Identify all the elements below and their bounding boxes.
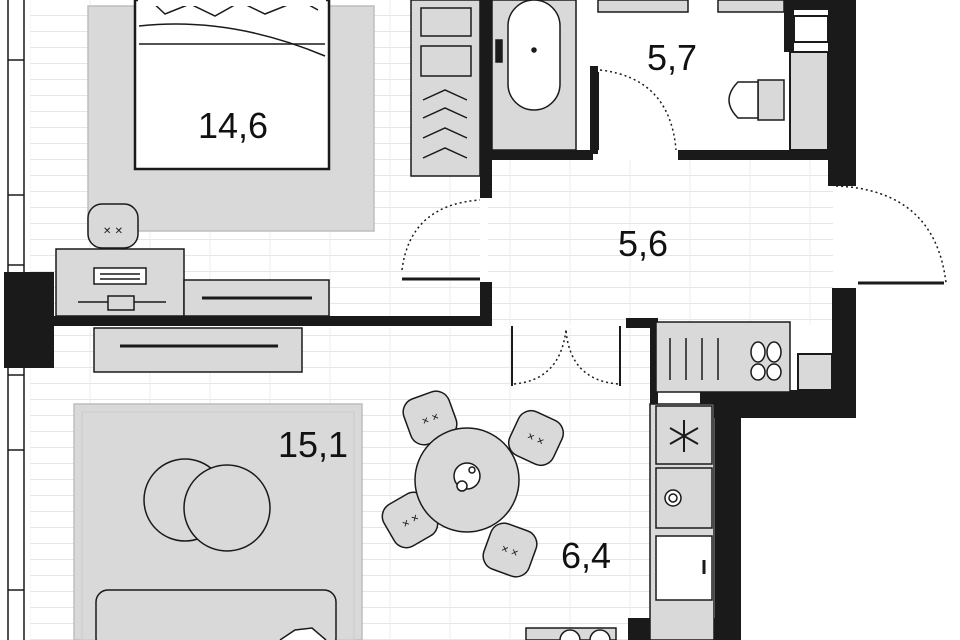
armchair-icon: ✕ ✕: [87, 203, 139, 249]
sink-bathroom: [717, 0, 785, 13]
living-room-area-label: 15,1: [278, 424, 349, 465]
walls: [4, 0, 856, 640]
bedroom-furniture: ✕ ✕: [55, 0, 375, 317]
svg-text:✕ ✕: ✕ ✕: [103, 226, 123, 237]
bathroom-area-label: 5,7: [647, 37, 698, 78]
bed: [133, 0, 331, 171]
tv-stand-living: [93, 327, 303, 373]
kitchen-units: [525, 403, 715, 640]
fridge: [655, 405, 713, 465]
bathroom-door-swing: [599, 69, 677, 151]
hanger-icon: [422, 89, 468, 159]
wardrobe: [410, 0, 481, 177]
dining-chair: ✕ ✕: [482, 522, 538, 578]
dining-chair: ✕ ✕: [402, 390, 458, 446]
column-blocks: [789, 15, 833, 391]
toilet-icon: [728, 79, 785, 121]
hallway-area-label: 5,6: [618, 223, 669, 264]
shoe-cabinet: [655, 321, 791, 393]
living-furniture: [73, 327, 363, 640]
washing-machine: [597, 0, 689, 13]
kitchen-area-label: 6,4: [561, 535, 612, 576]
dining-chair: ✕ ✕: [507, 409, 565, 467]
coffee-table-large: [183, 464, 271, 552]
bathroom-fixtures: [491, 0, 785, 151]
entrance-door[interactable]: [835, 185, 947, 285]
shoe-icon: [669, 338, 719, 380]
hallway-doors[interactable]: [401, 199, 621, 386]
sofa: [95, 589, 337, 640]
burner-icon: [559, 629, 581, 640]
snowflake-icon: [669, 420, 699, 452]
dining-set: ✕ ✕ ✕ ✕ ✕ ✕ ✕ ✕: [381, 390, 565, 578]
cushion-icon: [279, 627, 327, 640]
bedroom-area-label: 14,6: [198, 105, 269, 146]
